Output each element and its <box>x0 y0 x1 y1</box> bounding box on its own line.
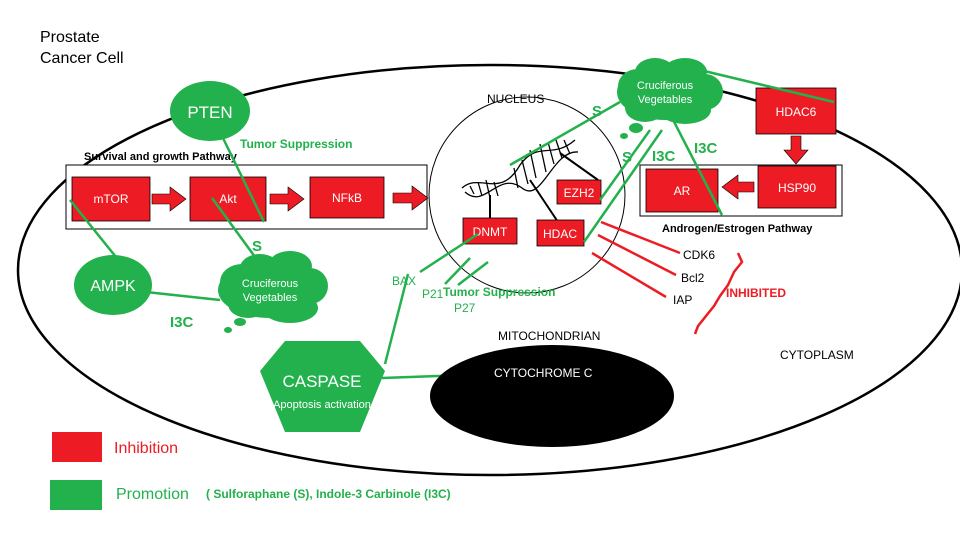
tumor-suppression-top: Tumor Suppression <box>240 137 352 151</box>
vegetables-right-line1: Cruciferous <box>637 80 694 92</box>
cell-title-line2: Cancer Cell <box>40 50 124 67</box>
hdac-box <box>536 219 585 247</box>
cytochrome-label: CYTOCHROME C <box>494 366 593 380</box>
i3c-label-left: I3C <box>170 314 194 331</box>
legend-promotion-label: Promotion <box>116 486 189 503</box>
legend-inhibition-swatch <box>52 432 102 462</box>
survival-pathway-label: Survival and growth Pathway <box>84 151 238 163</box>
arrow-akt-nfkb <box>269 186 305 212</box>
hsp90-label: HSP90 <box>778 181 816 195</box>
legend-promotion-swatch <box>50 480 102 510</box>
mitochondria <box>430 345 674 447</box>
cell-membrane <box>16 63 960 477</box>
legend-inhibition-label: Inhibition <box>114 440 178 457</box>
bax-label: BAX <box>392 274 416 288</box>
vegetables-right-line2: Vegetables <box>638 94 693 106</box>
pten-label: PTEN <box>187 103 232 122</box>
mtor-box <box>71 176 151 222</box>
akt-label: Akt <box>219 192 237 206</box>
p21-label: P21 <box>422 287 444 301</box>
dna-links <box>489 152 599 223</box>
legend-promotion-note: ( Sulforaphane (S), Indole-3 Carbinole (… <box>206 487 451 501</box>
inhibition-lines <box>591 220 744 335</box>
pten-node <box>170 81 250 141</box>
s-label-left: S <box>252 238 262 255</box>
s-label-right-2: S <box>622 149 632 166</box>
ar-box <box>645 168 719 213</box>
ezh2-box <box>556 179 602 205</box>
p27-label: P27 <box>454 301 476 315</box>
cell-title-line1: Prostate <box>40 29 100 46</box>
hdac-label: HDAC <box>543 227 577 241</box>
arrow-hsp90-ar <box>721 174 755 200</box>
bcl2-label: Bcl2 <box>681 271 705 285</box>
ezh2-label: EZH2 <box>564 186 595 200</box>
caspase-node <box>260 341 385 432</box>
cdk6-label: CDK6 <box>683 248 715 262</box>
vegetables-left-line2: Vegetables <box>243 292 298 304</box>
i3c-label-right-1: I3C <box>652 148 676 165</box>
iap-label: IAP <box>673 293 692 307</box>
caspase-sub-label: Apoptosis activation <box>273 399 371 411</box>
arrow-hdac6-hsp90 <box>783 135 809 165</box>
tumor-suppression-mid: Tumor Suppression <box>443 285 555 299</box>
i3c-label-right-2: I3C <box>694 140 718 157</box>
vegetables-left-line1: Cruciferous <box>242 278 299 290</box>
s-label-right-1: S <box>592 103 602 120</box>
vegetables-cloud-right <box>617 58 723 139</box>
caspase-label: CASPASE <box>282 372 361 391</box>
mitochondria-label: MITOCHONDRIAN <box>498 329 600 343</box>
nfkb-label: NFkB <box>332 191 362 205</box>
ar-label: AR <box>674 184 691 198</box>
nfkb-box <box>309 176 385 219</box>
vegetables-cloud-left <box>218 251 328 333</box>
hsp90-box <box>757 165 837 209</box>
ampk-node <box>74 255 152 315</box>
hdac6-box <box>755 87 837 135</box>
dna-helix-icon <box>461 139 579 199</box>
promotion-lines <box>69 68 835 380</box>
mtor-label: mTOR <box>93 192 128 206</box>
dnmt-label: DNMT <box>473 225 508 239</box>
dnmt-box <box>462 217 518 245</box>
arrow-mtor-akt <box>151 186 187 212</box>
cytoplasm-label: CYTOPLASM <box>780 348 854 362</box>
androgen-pathway-label: Androgen/Estrogen Pathway <box>662 223 813 235</box>
inhibited-label: INHIBITED <box>726 286 786 300</box>
arrow-nfkb-nucleus <box>392 185 429 211</box>
ampk-label: AMPK <box>90 278 136 295</box>
hdac6-label: HDAC6 <box>776 105 817 119</box>
nucleus-label: NUCLEUS <box>487 92 544 106</box>
